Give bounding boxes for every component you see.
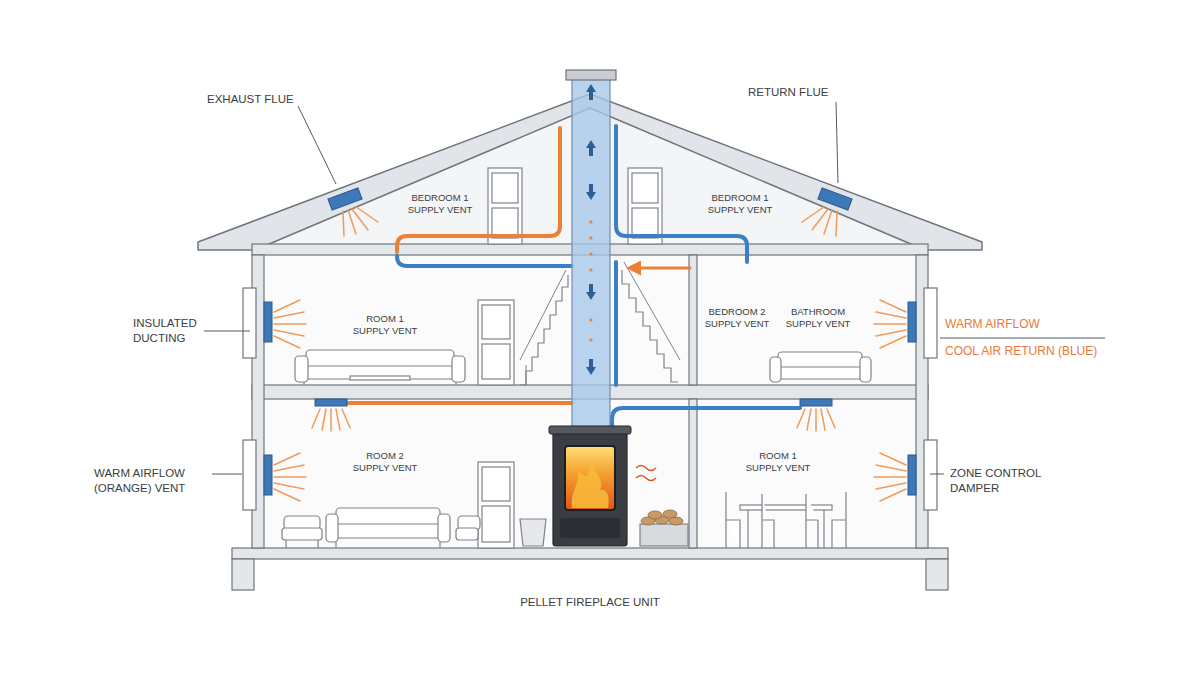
room-label: BEDROOM 1 SUPPLY VENT [704,192,776,217]
heat-symbol [636,466,656,481]
pellets [641,510,683,525]
window [924,288,937,358]
flame [572,462,609,508]
foundation [926,559,948,590]
ground-slab [232,548,948,559]
window [243,440,256,510]
interior-wall [689,399,697,548]
chimney-cap [566,70,616,80]
stair-rail [624,262,680,360]
stove-top [549,426,631,434]
interior-wall [689,255,697,385]
stove-base [560,518,620,538]
room-label: ROOM 1 SUPPLY VENT [349,313,421,338]
legend-label: WARM AIRFLOW [945,317,1145,333]
room-label: BEDROOM 2 SUPPLY VENT [701,306,773,331]
callout-label: INSULATED DUCTING [133,316,218,346]
window [924,440,937,510]
callout-label: RETURN FLUE [748,85,868,100]
stair-rail [520,270,566,385]
callout-label: WARM AIRFLOW (ORANGE) VENT [94,466,212,496]
flue-pipe [572,78,610,430]
foundation [232,559,254,590]
staircase [622,270,678,382]
room-label: BEDROOM 1 SUPPLY VENT [404,192,476,217]
pellet-bucket [520,519,546,546]
window [243,288,256,358]
leader-lines [204,102,1105,474]
legend-label: COOL AIR RETURN (BLUE) [945,344,1165,360]
warm-air-dots [589,220,592,341]
room-label: ROOM 2 SUPPLY VENT [349,450,421,475]
flow-arrows [586,84,596,375]
staircase [520,275,568,385]
pellet-stove [553,430,627,546]
doors [478,168,662,548]
room-label: ROOM 1 SUPPLY VENT [742,450,814,475]
room-label: BATHROOM SUPPLY VENT [782,306,854,331]
caption-label: PELLET FIREPLACE UNIT [470,595,710,610]
stove-window [565,446,615,510]
callout-label: EXHAUST FLUE [207,92,327,107]
pellet-basket [640,524,688,546]
callout-label: ZONE CONTROL DAMPER [950,466,1060,496]
